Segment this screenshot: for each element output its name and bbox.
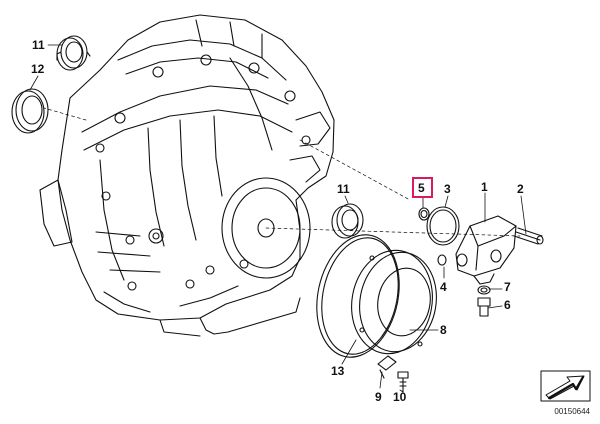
- transmission-housing: [39, 14, 335, 337]
- washer-7: [477, 285, 491, 295]
- callout-2: 2: [517, 182, 524, 196]
- callout-6: 6: [504, 298, 511, 312]
- gasket-ring-13: [316, 234, 400, 358]
- callout-1: 1: [481, 180, 488, 194]
- pump-housing-1: [455, 215, 517, 285]
- o-ring-5: [418, 207, 430, 221]
- callout-3: 3: [444, 182, 451, 196]
- highlight-box-part-5: [412, 177, 433, 198]
- callout-9: 9: [375, 390, 382, 404]
- seal-ring-12: [11, 88, 49, 134]
- callout-11-mid: 11: [337, 182, 350, 196]
- callout-8: 8: [440, 323, 447, 337]
- leader-lines: [29, 44, 527, 393]
- o-ring-4: [437, 254, 447, 266]
- o-ring-3: [426, 206, 460, 246]
- diagram-id: 00150644: [554, 407, 590, 416]
- direction-arrow-icon: [540, 370, 591, 402]
- cover-plate-8: [351, 249, 437, 355]
- clip-9: [377, 355, 397, 379]
- callout-7: 7: [504, 280, 511, 294]
- callout-12: 12: [31, 62, 45, 76]
- callout-5: 5: [418, 181, 425, 195]
- seal-ring-11-top: [56, 35, 91, 71]
- bolt-10: [397, 371, 409, 393]
- callout-13: 13: [331, 364, 345, 378]
- callout-10: 10: [393, 390, 407, 404]
- screw-6: [477, 297, 491, 317]
- seal-ring-11-mid: [331, 203, 364, 239]
- callout-11-top: 11: [32, 38, 45, 52]
- explode-guide-lines: [43, 107, 521, 237]
- bolt-2: [513, 227, 544, 245]
- callout-4: 4: [440, 280, 447, 294]
